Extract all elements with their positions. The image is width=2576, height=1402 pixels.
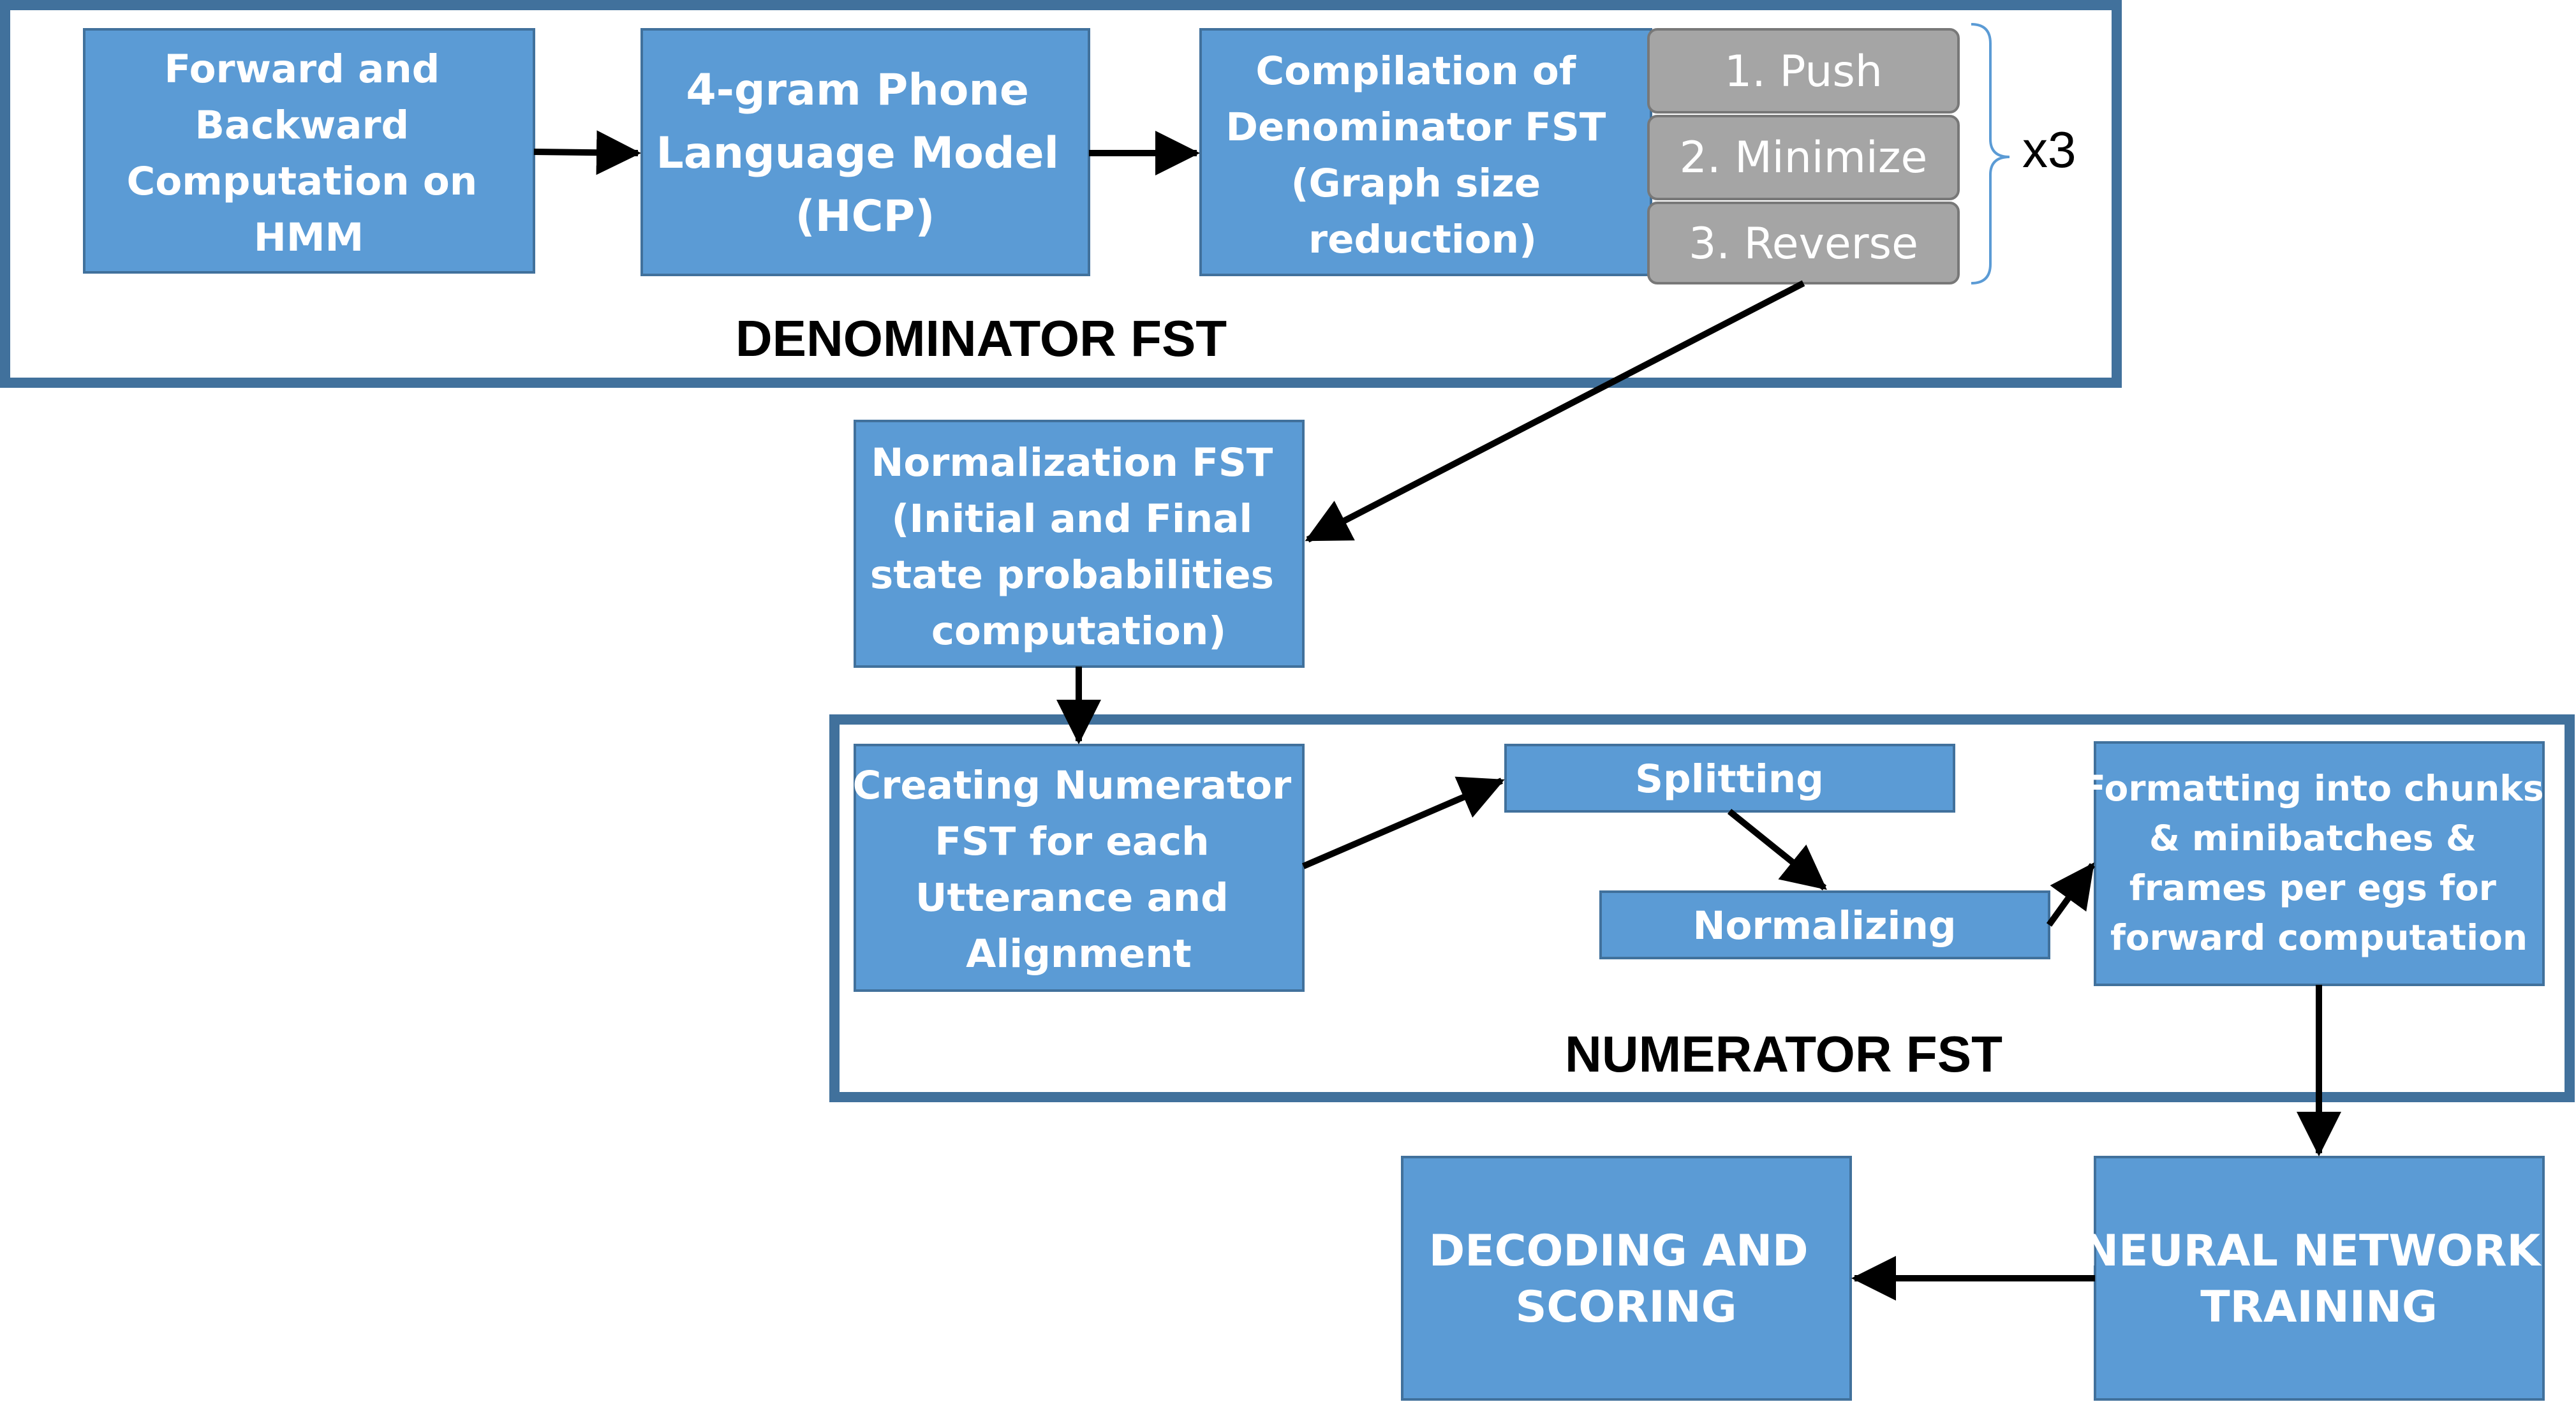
phone-lm-label: 4-gram Phone Language Model (HCP)	[656, 65, 1074, 242]
step-minimize-label: 2. Minimize	[1680, 133, 1928, 183]
numerator-fst-title: NUMERATOR FST	[1565, 1026, 2002, 1082]
creating-numerator-label: Creating Numerator FST for each Utteranc…	[853, 763, 1305, 977]
formatting-node: Formatting into chunks & minibatches & f…	[2082, 741, 2556, 986]
numerator-fst-frame	[829, 714, 2575, 1102]
splitting-node: Splitting	[1504, 744, 1955, 813]
repeat-label: x3	[2022, 121, 2076, 178]
normalizing-node: Normalizing	[1599, 890, 2050, 959]
normalization-label: Normalization FST (Initial and Final sta…	[870, 440, 1287, 654]
normalization-node: Normalization FST (Initial and Final sta…	[854, 420, 1305, 668]
creating-numerator-node: Creating Numerator FST for each Utteranc…	[853, 744, 1305, 992]
arrow-creating-to-splitting	[1302, 776, 1505, 869]
denominator-fst-title: DENOMINATOR FST	[736, 310, 1227, 367]
arrow-normalizing-to-formatting	[2046, 862, 2096, 927]
decoding-label: DECODING AND SCORING	[1429, 1226, 1823, 1332]
splitting-label: Splitting	[1635, 756, 1824, 802]
nn-training-node: NEURAL NETWORK TRAINING	[2082, 1156, 2556, 1401]
step-reverse-label: 3. Reverse	[1689, 219, 1918, 269]
arrow-reverse-to-normalization	[1305, 280, 1805, 543]
arrow-splitting-to-normalizing	[1727, 809, 1827, 890]
step-minimize: 2. Minimize	[1647, 115, 1960, 200]
repeat-brace	[1971, 23, 2010, 284]
formatting-label: Formatting into chunks & minibatches & f…	[2082, 768, 2556, 958]
forward-backward-label: Forward and Backward Computation on HMM	[127, 47, 491, 260]
compilation-label: Compilation of Denominator FST (Graph si…	[1225, 48, 1619, 262]
nn-training-label: NEURAL NETWORK TRAINING	[2082, 1226, 2556, 1332]
normalizing-label: Normalizing	[1692, 903, 1956, 948]
forward-backward-node: Forward and Backward Computation on HMM	[83, 28, 535, 274]
step-push: 1. Push	[1647, 28, 1960, 114]
phone-lm-node: 4-gram Phone Language Model (HCP)	[640, 28, 1090, 276]
decoding-node: DECODING AND SCORING	[1401, 1156, 1852, 1401]
step-reverse: 3. Reverse	[1647, 202, 1960, 284]
arrow-forward-to-lm	[533, 130, 641, 175]
step-push-label: 1. Push	[1724, 47, 1883, 97]
denominator-fst-frame	[0, 0, 2122, 388]
compilation-node: Compilation of Denominator FST (Graph si…	[1199, 28, 1652, 276]
